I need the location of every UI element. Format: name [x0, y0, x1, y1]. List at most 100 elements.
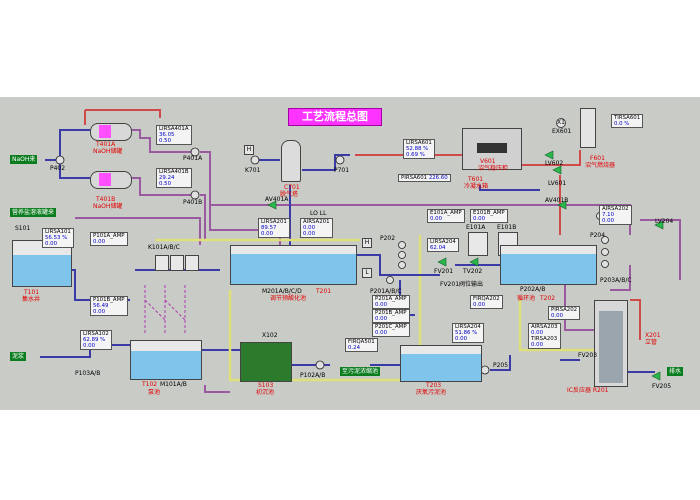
readout-pirsa601[interactable]: PIRSA601 226.60	[398, 174, 451, 182]
pipe-t401a-out	[130, 129, 195, 153]
readout-firqa501[interactable]: FIRQA501 0.24	[345, 338, 378, 352]
t201-hand-l[interactable]: L	[362, 268, 372, 278]
pipe-t401b-out	[130, 177, 195, 196]
readout-value: 226.60	[428, 175, 448, 181]
readout-lirsa401a[interactable]: LIRSA401A 36.05 0.50	[156, 125, 192, 145]
readout-value: 0.00	[375, 302, 388, 308]
pump-p202c	[398, 261, 406, 269]
blower-k101a[interactable]	[155, 255, 169, 271]
readout-e101b-amp[interactable]: E101B_AMP 0.00	[470, 209, 508, 223]
p402-label: P402	[50, 165, 66, 172]
k701-hand-button[interactable]: H	[244, 145, 254, 155]
pump-p201a	[386, 276, 394, 284]
tower-c701[interactable]	[281, 140, 301, 182]
readout-p201a-amp[interactable]: P201A_AMP 0.00	[372, 295, 410, 309]
readout-pirsa202[interactable]: PIRSA202 0.00	[548, 306, 581, 320]
valve-fv205	[651, 371, 661, 381]
pipe-t201-t202	[355, 254, 440, 276]
t401b-sub: NaOH储罐	[93, 203, 123, 210]
readout-lirsa201[interactable]: LIRSA201 89.57 0.00	[258, 218, 290, 238]
readout-firqa202[interactable]: FIRQA202 0.00	[470, 295, 503, 309]
k701-label: K701	[245, 167, 261, 174]
readout-value: 0.00	[430, 216, 443, 222]
readout-value: 0.00	[602, 218, 615, 224]
readout-name: LIRSA601	[406, 140, 432, 146]
s101-label: S101	[15, 225, 31, 232]
t101-label: T101	[24, 289, 40, 296]
heater-e101a[interactable]	[468, 232, 488, 256]
readout-tirsa601[interactable]: TIRSA601 0.0 %	[611, 114, 644, 128]
readout-lirsa601[interactable]: LIRSA601 52.88 % 0.69 %	[403, 139, 435, 159]
readout-p101a-amp[interactable]: P101A_AMP 0.00	[90, 232, 128, 246]
valve-lv204	[654, 220, 664, 230]
readout-value: 56.53 %	[45, 235, 68, 241]
fv203-label: FV203	[578, 352, 598, 359]
readout-name: LIRSA204	[455, 324, 481, 330]
p204-label: P204	[590, 232, 606, 239]
pipe-p401b-header	[200, 194, 206, 240]
pump-p203a	[601, 236, 609, 244]
page-title: 工艺流程总图	[288, 108, 382, 126]
t203-water	[401, 354, 481, 381]
x1-indicator[interactable]: X1	[556, 118, 566, 128]
readout-value: 52.88 %	[406, 146, 429, 152]
lv204-label: LV204	[655, 218, 674, 225]
pipe-to-reactor	[610, 265, 631, 291]
readout-airsa201[interactable]: AIRSA201 0.00 0.00	[300, 218, 333, 238]
t201-lo-ll: LO LL	[310, 210, 327, 217]
readout-airsa202[interactable]: AIRSA202 7.10 0.00	[599, 205, 632, 225]
readout-lirsa401b[interactable]: LIRSA401B 29.24 0.50	[156, 168, 192, 188]
flare-f601[interactable]	[580, 108, 596, 148]
p205-label: P205	[493, 362, 509, 369]
sludge-thickener-tag[interactable]: 至污泥浓缩池	[340, 367, 381, 376]
t201-hand-h[interactable]: H	[362, 238, 372, 248]
readout-name: PIRSA202	[551, 307, 578, 313]
v601-label: V601	[480, 158, 496, 165]
readout-lirsa204[interactable]: LIRSA204 62.04	[427, 238, 459, 252]
pump-p202a	[398, 241, 406, 249]
readout-lirsa101[interactable]: LIRSA101 56.53 % 0.00	[42, 228, 74, 248]
tank-t401a[interactable]	[90, 123, 132, 141]
pipe-reactor-feed	[564, 280, 600, 331]
readout-p101b-amp[interactable]: P101B_AMP 56.49 0.00	[90, 296, 128, 316]
tank-t201[interactable]	[230, 245, 357, 285]
t401a-label: T401A	[96, 141, 116, 148]
tank-t203[interactable]	[400, 345, 482, 382]
tank-v601[interactable]	[462, 128, 522, 170]
sludge-outlet-tag[interactable]: 泥浆	[10, 352, 27, 361]
nutrient-inlet-tag[interactable]: 营养盐溶液罐来	[10, 208, 57, 217]
tank-s103[interactable]	[240, 342, 292, 382]
blower-k101c[interactable]	[185, 255, 199, 271]
naoh-inlet-tag[interactable]: NaOH来	[10, 155, 38, 164]
drain-outlet-tag[interactable]: 排水	[667, 367, 684, 376]
pump-p203c	[601, 260, 609, 268]
blower-k101b[interactable]	[170, 255, 184, 271]
t201-water	[231, 254, 356, 284]
readout-name: FIRQA202	[473, 296, 500, 302]
readout-lirsa102[interactable]: LIRSA102 62.89 % 0.00	[80, 330, 112, 350]
tank-t202[interactable]	[500, 245, 597, 285]
readout-p201c-amp[interactable]: P201C_AMP 0.00	[372, 323, 410, 337]
tank-t102[interactable]	[130, 340, 202, 380]
pipe-naoh-supply	[59, 160, 90, 179]
tank-t401b[interactable]	[90, 171, 132, 189]
readout-name: LIRSA204	[430, 239, 456, 245]
readout-airsa203[interactable]: AIRSA203 0.00 TIRSA203 0.00	[528, 323, 561, 349]
readout-lirsa204b[interactable]: LIRSA204 51.86 % 0.00	[452, 323, 484, 343]
readout-value: 0.50	[159, 181, 172, 187]
readout-p201b-amp[interactable]: P201B_AMP 0.00	[372, 309, 410, 323]
readout-name: LIRSA201	[261, 219, 287, 225]
t401b-label: T401B	[96, 196, 116, 203]
t202-label: T202	[540, 295, 556, 302]
reactor-r201[interactable]	[594, 300, 628, 387]
p401b-label: P401B	[183, 199, 203, 206]
readout-name: P201A_AMP	[375, 296, 407, 302]
readout-name: LIRSA401A	[159, 126, 189, 132]
x201-label: X201	[645, 332, 661, 339]
pipe-yellow-return	[228, 290, 410, 382]
pump-p202b	[398, 251, 406, 259]
pump-k701	[250, 155, 260, 165]
pump-p401a	[190, 147, 200, 157]
readout-e101a-amp[interactable]: E101A_AMP 0.00	[427, 209, 465, 223]
